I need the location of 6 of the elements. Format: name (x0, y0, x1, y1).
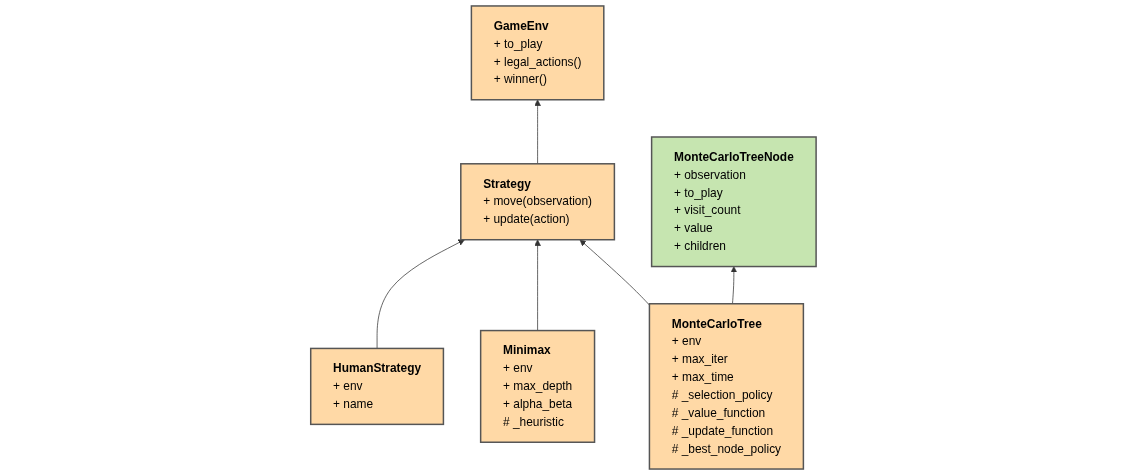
node-box: MonteCarloTree + env + max_iter + max_time # _selection_policy # _value_function # _update_function # _best_node_policy (648, 303, 805, 470)
node-box: Strategy + move(observation) + update(action) (460, 163, 616, 241)
node-box: MonteCarloTreeNode + observation + to_play + visit_count + value + children (650, 136, 817, 268)
node-box: HumanStrategy + env + name (310, 347, 445, 426)
node-box: Minimax + env + max_depth + alpha_beta # _heuristic (480, 329, 596, 443)
node-box: GameEnv + to_play + legal_actions() + winner() (470, 5, 605, 101)
